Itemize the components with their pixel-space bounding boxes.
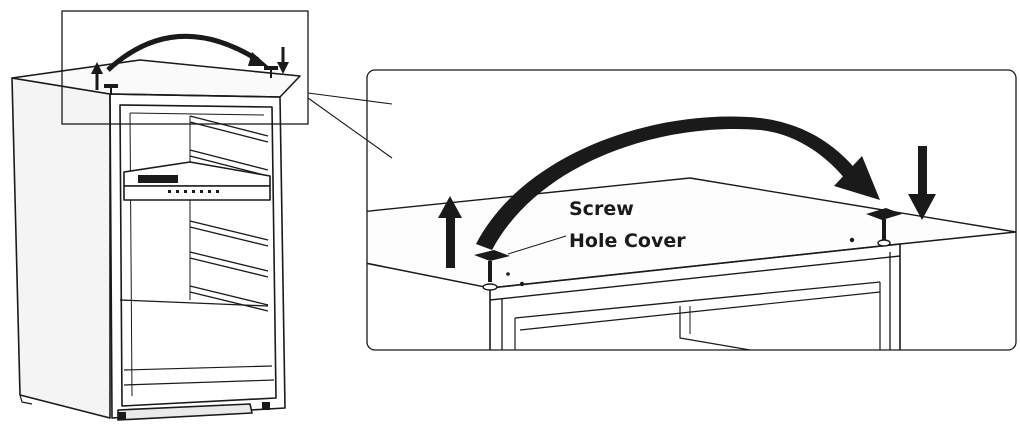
detail-highlight-box [61, 10, 309, 125]
screw-post-right [264, 66, 278, 78]
detail-curved-arrow-icon [476, 116, 858, 250]
hole-cover-label: Hole Cover [569, 230, 686, 252]
detail-view [367, 116, 1016, 350]
cabinet-base [117, 403, 253, 421]
screw-post-left [104, 84, 118, 95]
overview-arrows [91, 33, 289, 90]
detail-arrows [438, 116, 936, 268]
cabinet-side-panel [11, 77, 111, 419]
cabinet-front-frame [109, 93, 286, 419]
cabinet-inner-opening [119, 104, 277, 407]
detail-frame [366, 69, 1017, 351]
label-leader-line [507, 235, 567, 255]
zoom-connector [307, 92, 393, 159]
detail-screw-left [474, 250, 510, 291]
refrigerator-overview [11, 59, 301, 421]
detail-arrow-up-icon [446, 215, 455, 268]
screw-label: Screw [569, 198, 634, 220]
detail-arrow-down-icon [918, 146, 927, 196]
control-shelf [123, 161, 271, 201]
shelf-racks [119, 115, 269, 312]
detail-screw-right [866, 208, 902, 247]
curved-arrow-icon [106, 33, 260, 72]
